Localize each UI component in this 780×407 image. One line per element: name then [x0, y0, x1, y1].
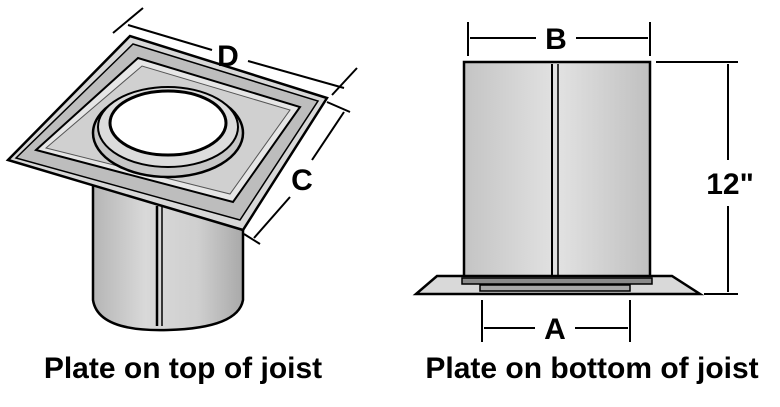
dimension-b: B [467, 22, 651, 56]
label-c: C [291, 164, 313, 197]
label-height: 12" [706, 168, 754, 201]
dimension-height: 12" [656, 61, 754, 295]
dimension-c: C [243, 101, 351, 245]
right-pipe [462, 60, 652, 280]
label-d: D [217, 40, 239, 73]
right-plate [412, 274, 705, 296]
label-b: B [545, 23, 567, 56]
dimension-d: D [112, 7, 358, 96]
top-of-joist-view: D C [5, 7, 358, 332]
caption-top-of-joist: Plate on top of joist [43, 352, 323, 385]
dimension-a: A [481, 300, 631, 346]
label-a: A [544, 313, 566, 346]
bottom-of-joist-view: B A 12" [412, 22, 754, 346]
left-collar [91, 86, 245, 179]
caption-bottom-of-joist: Plate on bottom of joist [425, 352, 759, 385]
